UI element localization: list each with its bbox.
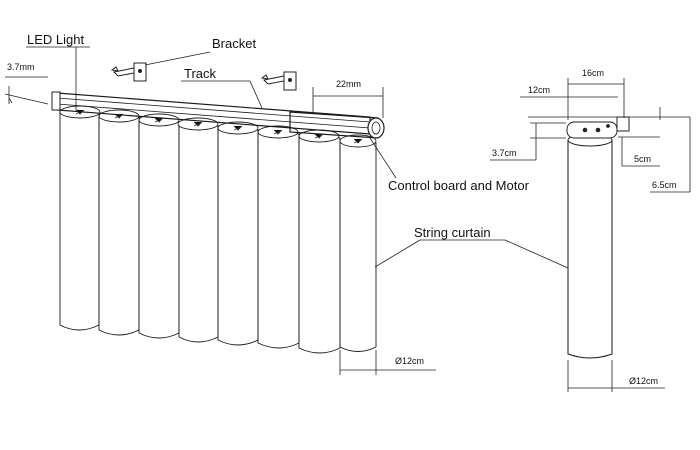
dim-12cm-side: 12cm [528,85,550,95]
curtain-column-5 [217,125,259,346]
curtain-column-2 [98,112,140,336]
dim-3-7mm: 3.7mm [7,62,35,72]
dim-12cm-front: Ø12cm [395,356,424,366]
dim-16cm: 16cm [582,68,604,78]
curtain-columns [59,105,377,354]
bracket-2 [260,71,297,91]
label-led-light: LED Light [27,32,84,47]
bracket-1 [110,62,147,82]
dim-12cm-bottom: Ø12cm [629,376,658,386]
side-motor [566,116,630,139]
label-bracket: Bracket [212,36,256,51]
curtain-column-4 [178,121,219,343]
motor-box [289,111,385,139]
curtain-column-6 [257,129,300,349]
curtain-column-7 [298,133,341,354]
side-annotations [490,78,691,392]
label-control-board-motor: Control board and Motor [388,178,530,193]
side-column [567,133,613,359]
front-annotations [4,46,569,375]
label-string-curtain: String curtain [414,225,491,240]
dim-5cm: 5cm [634,154,651,164]
label-track: Track [184,66,217,81]
dim-3-7cm: 3.7cm [492,148,517,158]
curtain-column-8 [339,139,377,352]
dim-6-5cm: 6.5cm [652,180,677,190]
curtain-column-3 [138,116,180,339]
curtain-column-1 [59,109,100,331]
dim-22mm: 22mm [336,79,361,89]
